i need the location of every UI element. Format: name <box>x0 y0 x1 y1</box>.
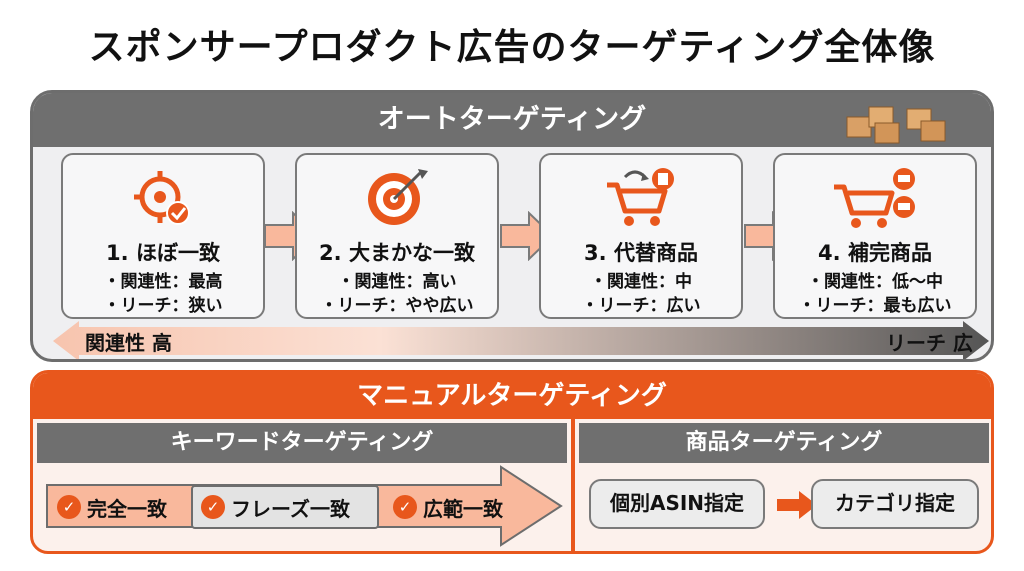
card-relevance: ・関連性：最高 <box>103 272 223 292</box>
scale-right-label: リーチ 広 <box>886 331 973 355</box>
card-reach: ・リーチ：広い <box>581 296 701 316</box>
product-targeting-header: 商品ターゲティング <box>579 423 989 463</box>
manual-targeting-header: マニュアルターゲティング <box>33 373 991 419</box>
product-flow-arrow <box>777 491 817 519</box>
auto-card-complements: 4. 補完商品 ・関連性：低〜中 ・リーチ：最も広い <box>773 153 977 319</box>
auto-targeting-header: オートターゲティング <box>33 93 991 147</box>
scale-left-label: 関連性 高 <box>85 331 172 355</box>
page-title: スポンサープロダクト広告のターゲティング全体像 <box>88 27 936 68</box>
auto-targeting-panel: オートターゲティング 1. ほぼ一致 ・関連性：最高 ・リーチ：狭い <box>30 90 994 362</box>
card-reach: ・リーチ：最も広い <box>798 296 952 316</box>
product-category-box: カテゴリ指定 <box>811 479 979 529</box>
card-title: 1. ほぼ一致 <box>106 241 220 265</box>
keyword-broad-match: ✓ 広範一致 <box>385 485 535 529</box>
keyword-item-label: 完全一致 <box>87 496 167 521</box>
card-reach: ・リーチ：狭い <box>103 296 223 316</box>
cart-related-icon <box>834 168 915 228</box>
keyword-phrase-match: ✓ フレーズ一致 <box>191 485 379 529</box>
keyword-exact-match: ✓ 完全一致 <box>49 485 189 529</box>
keyword-targeting-header: キーワードターゲティング <box>37 423 567 463</box>
dartboard-icon <box>368 169 428 225</box>
cart-swap-icon <box>607 168 674 226</box>
card-title: 2. 大まかな一致 <box>319 241 475 265</box>
auto-card-substitutes: 3. 代替商品 ・関連性：中 ・リーチ：広い <box>539 153 743 319</box>
keyword-item-label: 広範一致 <box>423 496 503 521</box>
card-relevance: ・関連性：中 <box>590 272 692 292</box>
card-relevance: ・関連性：高い <box>337 272 457 292</box>
manual-targeting-panel: マニュアルターゲティング キーワードターゲティング 商品ターゲティング ✓ 完全… <box>30 370 994 554</box>
auto-card-loose-match: 2. 大まかな一致 ・関連性：高い ・リーチ：やや広い <box>295 153 499 319</box>
check-icon: ✓ <box>201 495 225 519</box>
relevance-reach-scale-arrow <box>53 321 989 359</box>
check-icon: ✓ <box>393 495 417 519</box>
card-title: 3. 代替商品 <box>584 241 698 265</box>
target-check-icon <box>134 171 190 225</box>
boxes-icon <box>846 106 946 144</box>
auto-card-close-match: 1. ほぼ一致 ・関連性：最高 ・リーチ：狭い <box>61 153 265 319</box>
keyword-item-label: フレーズ一致 <box>231 496 350 521</box>
product-asin-box: 個別ASIN指定 <box>589 479 765 529</box>
card-title: 4. 補完商品 <box>818 241 932 265</box>
card-reach: ・リーチ：やや広い <box>320 296 474 316</box>
card-relevance: ・関連性：低〜中 <box>807 272 943 292</box>
section-divider <box>571 419 575 551</box>
check-icon: ✓ <box>57 495 81 519</box>
